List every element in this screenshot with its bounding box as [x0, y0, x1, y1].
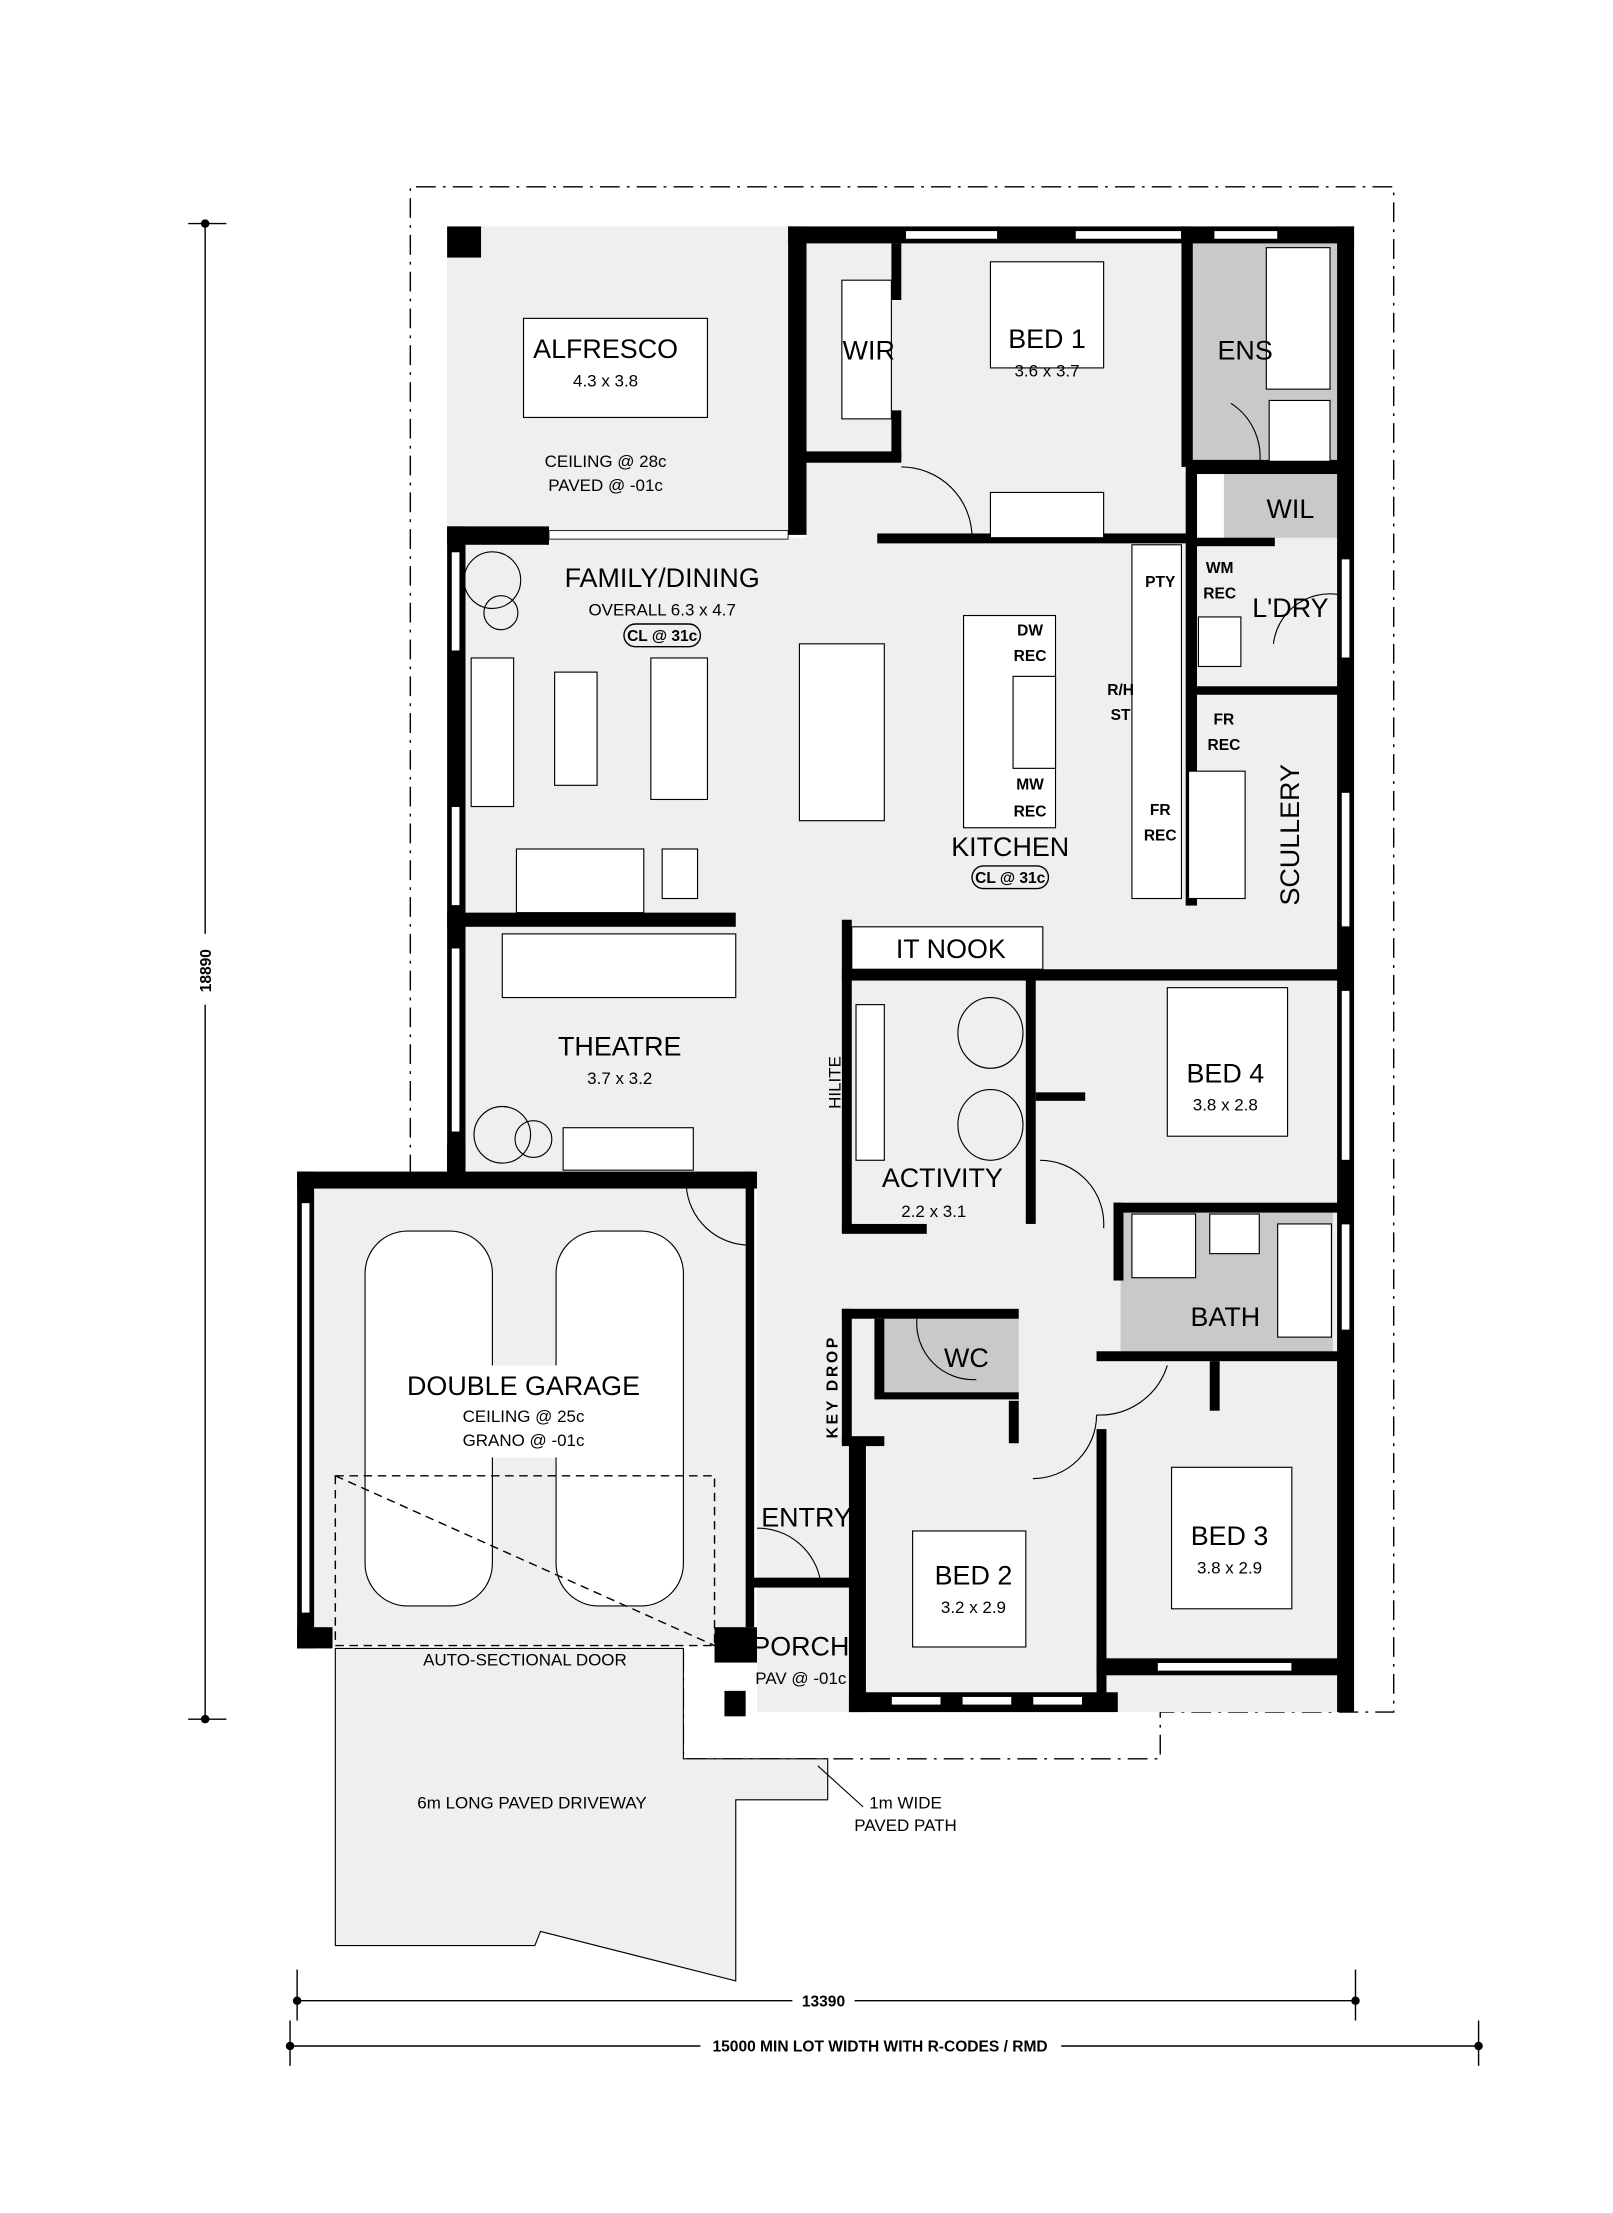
path-label: 1m WIDE: [869, 1793, 942, 1812]
ensuite-label: ENS: [1217, 335, 1272, 365]
garage-label-bg: [410, 1365, 637, 1458]
fridge-rec-label: REC: [1144, 827, 1177, 844]
wil-label: WIL: [1267, 494, 1315, 524]
bed3-label: BED 3: [1191, 1521, 1269, 1551]
fridge-rec-label: FR: [1214, 711, 1235, 728]
kitchen-ceiling-badge: [971, 865, 1050, 890]
family-dining-size: OVERALL 6.3 x 4.7: [588, 601, 735, 620]
garage-floor: GRANO @ -01c: [463, 1431, 585, 1450]
wir-label: WIR: [843, 335, 895, 365]
path-label: PAVED PATH: [854, 1816, 956, 1835]
laundry-label: L'DRY: [1252, 593, 1328, 623]
room-labels: ALFRESCO 4.3 x 3.8 CEILING @ 28c PAVED @…: [407, 324, 1329, 1688]
windows: [300, 230, 1351, 1706]
wm-rec-label: REC: [1203, 586, 1236, 603]
rangehood-stove-label: R/H: [1107, 682, 1134, 699]
bed1-label: BED 1: [1008, 324, 1086, 354]
garage-ceiling: CEILING @ 25c: [463, 1407, 585, 1426]
appliance-labels: PTY WM REC DW REC MW REC R/H ST FR REC F…: [825, 560, 1241, 1438]
porch-paving: PAV @ -01c: [755, 1669, 847, 1688]
furniture: [334, 247, 1332, 1648]
bath-label: BATH: [1190, 1302, 1260, 1332]
scullery-label: SCULLERY: [1275, 764, 1305, 905]
kitchen-ceiling: CL @ 31c: [975, 870, 1046, 887]
driveway-label: 6m LONG PAVED DRIVEWAY: [417, 1793, 646, 1812]
bed2-size: 3.2 x 2.9: [941, 1598, 1006, 1617]
mw-rec-label: REC: [1014, 803, 1047, 820]
dw-rec-label: REC: [1014, 648, 1047, 665]
alfresco-ceiling: CEILING @ 28c: [545, 452, 667, 471]
site-labels: AUTO-SECTIONAL DOOR 6m LONG PAVED DRIVEW…: [417, 1650, 956, 1835]
wc-label: WC: [944, 1343, 989, 1373]
mw-rec-label: MW: [1016, 777, 1044, 794]
dw-rec-label: DW: [1017, 622, 1043, 639]
alfresco-paving: PAVED @ -01c: [548, 476, 663, 495]
driveway: [334, 1647, 829, 1982]
pantry-label: PTY: [1145, 574, 1176, 591]
bed4-label: BED 4: [1186, 1058, 1264, 1088]
dimensions: 18890 13390 15000 MIN LOT WIDTH WITH R-C…: [188, 219, 1483, 2066]
path-arrow: [817, 1765, 864, 1808]
alfresco-label: ALFRESCO: [533, 334, 678, 364]
width-dimension: 13390: [802, 1993, 846, 2010]
bed2-label: BED 2: [935, 1561, 1013, 1591]
family-ceiling: CL @ 31c: [627, 628, 698, 645]
activity-size: 2.2 x 3.1: [901, 1202, 966, 1221]
it-nook-label: IT NOOK: [896, 934, 1006, 964]
depth-dimension: 18890: [198, 949, 215, 993]
entry-label: ENTRY: [761, 1503, 852, 1533]
theatre-size: 3.7 x 3.2: [587, 1069, 652, 1088]
family-dining-label: FAMILY/DINING: [565, 563, 760, 593]
fridge-rec-label: FR: [1150, 802, 1171, 819]
fridge-rec-label: REC: [1207, 737, 1240, 754]
kitchen-label: KITCHEN: [951, 832, 1069, 862]
garage-door-label: AUTO-SECTIONAL DOOR: [423, 1650, 627, 1669]
bed3-size: 3.8 x 2.9: [1197, 1558, 1262, 1577]
rangehood-stove-label: ST: [1111, 707, 1131, 724]
double-garage-label: DOUBLE GARAGE: [407, 1371, 640, 1401]
activity-label: ACTIVITY: [882, 1163, 1003, 1193]
bed4-size: 3.8 x 2.8: [1193, 1096, 1258, 1115]
lot-width-dimension: 15000 MIN LOT WIDTH WITH R-CODES / RMD: [713, 2039, 1048, 2056]
wm-rec-label: WM: [1206, 560, 1234, 577]
alfresco-size: 4.3 x 3.8: [573, 371, 638, 390]
key-drop-label: KEY DROP: [825, 1335, 842, 1439]
family-ceiling-badge: [623, 623, 702, 648]
hilite-label: HILITE: [825, 1056, 844, 1109]
porch-label: PORCH: [752, 1631, 849, 1661]
bed1-size: 3.6 x 3.7: [1014, 361, 1079, 380]
theatre-label: THEATRE: [558, 1032, 681, 1062]
